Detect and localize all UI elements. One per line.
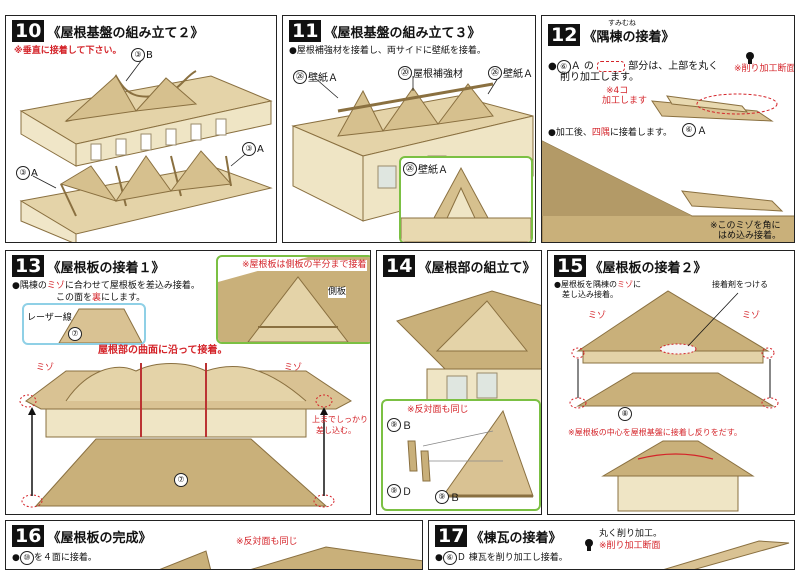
glue-label: 接着剤をつける [712,280,768,289]
step-header: 10 《屋根基盤の組み立て２》 [12,20,203,42]
step-instruction-2: 差し込み接着。 [562,290,618,299]
groove-label-left: ミゾ [36,363,55,373]
step-number: 16 [12,525,45,547]
step-title: 《屋根板の接着２》 [589,260,707,276]
step-header: 11 《屋根基盤の組み立て３》 [289,20,480,42]
wall-paper-inset [399,156,533,242]
panel-step-15: 15 《屋根板の接着２》 ●屋根板を隅棟のミゾに 差し込み接着。 接着剤をつける… [547,250,795,515]
ruby-text: すみむね [608,19,636,27]
step-number: 11 [289,20,322,42]
laser-line-label: レーザー線 [27,313,72,323]
groove-label-right: ミゾ [742,311,761,321]
groove-label-left: ミゾ [588,311,607,321]
center-note: ※屋根板の中心を屋根基盤に接着し反りをだす。 [568,428,742,437]
step-instruction-1b: 削り加工します。 [560,72,639,83]
roof-board-assembly-illustration [19,363,352,508]
step-note: ※垂直に接着して下さい。 [14,46,122,56]
roof-reinforcement-illustration [291,76,534,222]
step-title: 《屋根基盤の組み立て２》 [47,25,204,41]
step-title: 《屋根板の接着１》 [47,260,165,276]
insert-note-2: 差し込む。 [316,426,356,435]
step-title: 《屋根板の完成》 [47,530,152,546]
side-board-label: 側板 [328,287,347,298]
opposite-note: ※反対面も同じ [407,405,469,415]
step-header: 16 《屋根板の完成》 [12,525,151,547]
panel-step-11: 11 《屋根基盤の組み立て３》 ●屋根補強材を接着し、両サイドに壁紙を接着。 ㉖… [282,15,536,243]
step-instruction-2: この面を裏にします。 [56,293,146,303]
roof-board-2-illustration [569,290,779,512]
cross-section-note: ※削り加工断面 [599,541,661,551]
step-title: 《屋根基盤の組み立て３》 [324,25,481,41]
step-title: 《隅棟の接着》 [583,29,675,45]
opposite-note: ※反対面も同じ [236,537,298,547]
curve-note: 屋根部の曲面に沿って接着。 [98,345,228,356]
ridge-tile-illustration [585,539,790,569]
inset-illustration [401,166,531,242]
note-4pieces: ※4コ [606,86,629,96]
step-header: 13 《屋根板の接着１》 [12,255,164,277]
step-instruction-1: ●隅棟のミゾに合わせて屋根板を差込み接着。 [12,281,200,291]
laser-line-inset: レーザー線 ⑦ [22,303,146,345]
step-instruction-2: ●加工後、四隅に接着します。 [548,128,672,138]
part-label-8: ⑧ [618,407,632,421]
note-cross-section: ※削り加工断面 [734,64,795,74]
step-number: 12 [548,24,581,46]
step-instruction-1: ●屋根板を隅棟のミゾに [554,280,641,289]
round-note: 丸く削り加工。 [599,529,663,539]
roof-base-illustration [19,60,273,242]
side-board-inset: ※屋根板は側板の半分まで接着 側板 [216,255,370,344]
note-4pieces-b: 加工します [602,96,648,106]
step-header: 14 《屋根部の組立て》 [383,255,535,277]
note-groove-2: はめ込み接着。 [718,231,782,241]
step-header: 17 《棟瓦の接着》 [435,525,561,547]
step-title: 《棟瓦の接着》 [470,530,562,546]
side-board-illustration [218,257,370,342]
part-label-7-small: ⑦ [68,327,82,341]
panel-step-13: 13 《屋根板の接着１》 ●隅棟のミゾに合わせて屋根板を差込み接着。 この面を裏… [5,250,371,515]
step-title: 《屋根部の組立て》 [418,260,536,276]
part-label-7: ⑦ [174,473,188,487]
finished-roof-illustration [159,546,422,569]
truss-illustration [407,409,534,498]
step-instruction: ●屋根補強材を接着し、両サイドに壁紙を接着。 [289,46,486,56]
step-number: 10 [12,20,45,42]
step-number: 15 [554,255,587,277]
insert-note-1: 上までしっかり [312,415,368,424]
step-number: 17 [435,525,468,547]
note-groove-1: ※このミゾを角に [710,221,781,231]
step-number: 14 [383,255,416,277]
hip-ridge-illustration [542,52,794,242]
step-number: 13 [12,255,45,277]
groove-label-right: ミゾ [284,363,303,373]
step-header: 12 《隅棟の接着》 [548,24,674,46]
inset-note: ※屋根板は側板の半分まで接着 [242,260,367,271]
step-header: 15 《屋根板の接着２》 [554,255,706,277]
